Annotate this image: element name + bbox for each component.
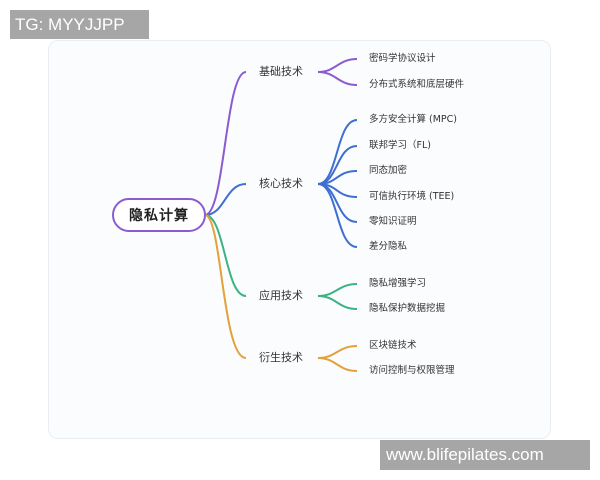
root-node-label: 隐私计算	[129, 208, 189, 224]
leaf-node[interactable]: 密码学协议设计	[369, 53, 436, 64]
branch-node-application-tech[interactable]: 应用技术	[259, 289, 303, 302]
leaf-node[interactable]: 多方安全计算 (MPC)	[369, 114, 457, 125]
leaf-node[interactable]: 零知识证明	[369, 216, 417, 227]
leaf-node[interactable]: 差分隐私	[369, 241, 408, 252]
mindmap-canvas	[48, 40, 551, 439]
connector-root-app	[204, 214, 247, 297]
branch-node-derived-tech[interactable]: 衍生技术	[259, 351, 303, 364]
branch-node-core-tech[interactable]: 核心技术	[259, 177, 303, 190]
leaf-node[interactable]: 联邦学习（FL)	[369, 140, 431, 151]
root-node[interactable]: 隐私计算	[112, 198, 206, 232]
leaf-node[interactable]: 区块链技术	[369, 340, 417, 351]
connector-root-core	[204, 183, 247, 216]
leaf-node[interactable]: 分布式系统和底层硬件	[369, 79, 465, 90]
watermark-bottom-right: www.blifepilates.com	[380, 440, 590, 470]
leaf-node[interactable]: 隐私保护数据挖掘	[369, 303, 446, 314]
connector-root-basic	[204, 71, 247, 216]
leaf-node[interactable]: 访问控制与权限管理	[369, 365, 455, 376]
watermark-top-left: TG: MYYJJPP	[10, 10, 149, 39]
branch-node-basic-tech[interactable]: 基础技术	[259, 65, 303, 78]
leaf-node[interactable]: 可信执行环境 (TEE)	[369, 191, 455, 202]
leaf-node[interactable]: 同态加密	[369, 165, 408, 176]
connector-root-derived	[204, 214, 247, 359]
leaf-node[interactable]: 隐私增强学习	[369, 278, 427, 289]
